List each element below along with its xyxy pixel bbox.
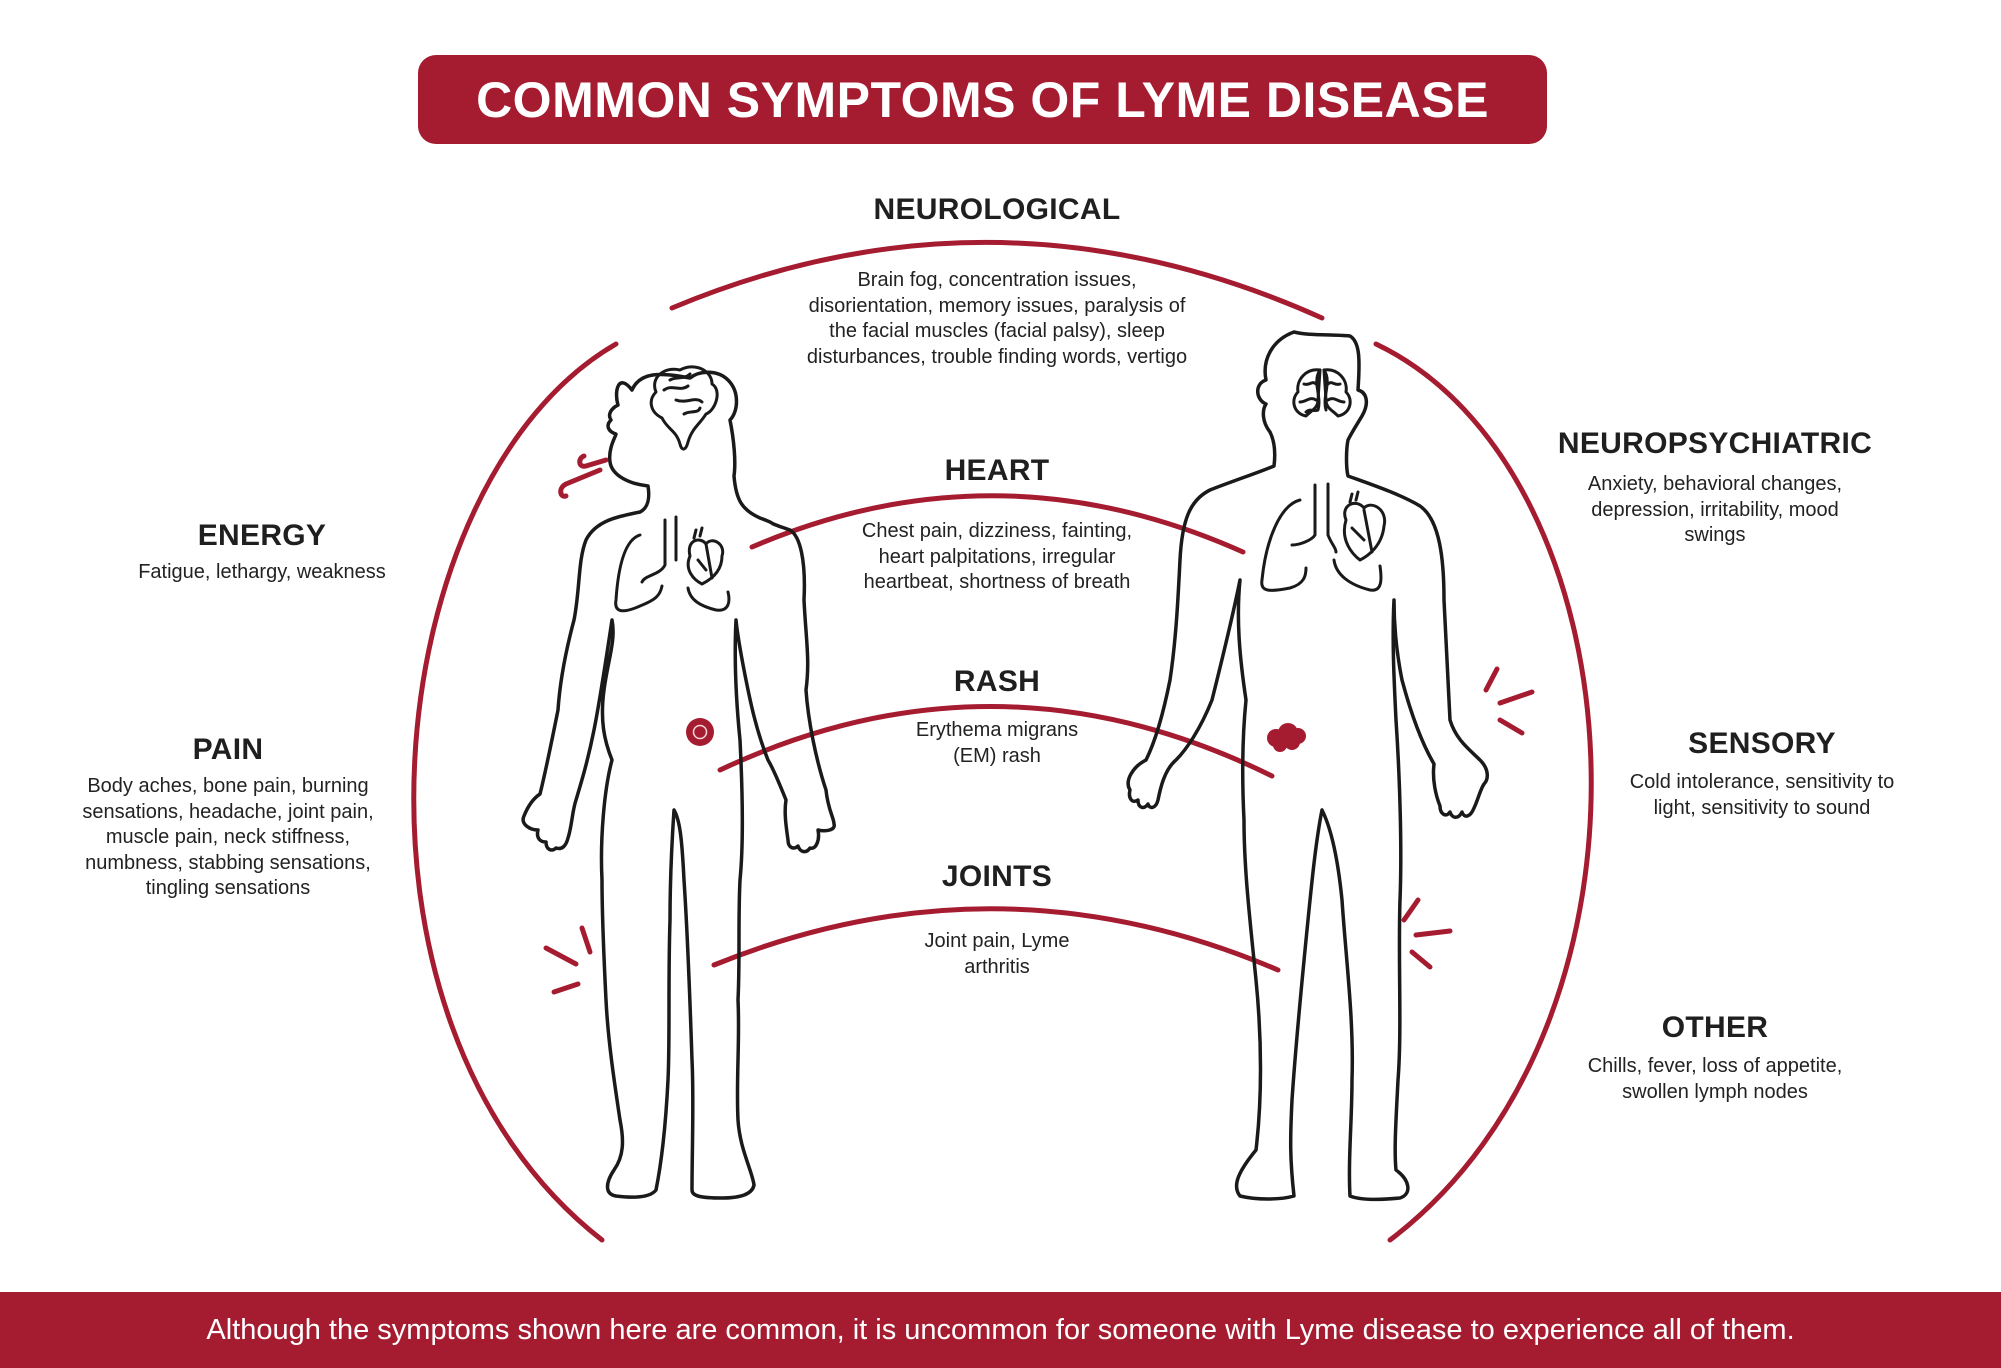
right-outer-arc xyxy=(1373,341,1594,1243)
left-outer-arc xyxy=(411,341,619,1243)
heart-arc xyxy=(749,493,1246,555)
category-description: Chest pain, dizziness, fainting, heart p… xyxy=(861,520,1133,593)
female-knee-pain-mark-1 xyxy=(579,925,593,955)
rash-arc xyxy=(717,703,1275,779)
category-neuropsychiatric: NEUROPSYCHIATRIC Anxiety, behavioral cha… xyxy=(1530,426,1900,549)
male-wrist-pain-mark-3 xyxy=(1497,717,1525,736)
female-heart-icon xyxy=(686,526,725,586)
title-banner: COMMON SYMPTOMS OF LYME DISEASE xyxy=(418,55,1547,144)
category-rash: RASH Erythema migrans (EM) rash xyxy=(847,664,1147,769)
male-wrist-pain-mark-2 xyxy=(1497,689,1535,706)
category-heading: JOINTS xyxy=(941,860,1053,893)
category-neurological: NEUROLOGICAL Brain fog, concentration is… xyxy=(747,192,1247,370)
footer-note: Although the symptoms shown here are com… xyxy=(206,1313,1795,1346)
breath-icon xyxy=(558,453,609,499)
male-wrist-pain-mark-1 xyxy=(1483,666,1500,693)
category-heading: ENERGY xyxy=(197,519,327,552)
male-heart-icon xyxy=(1343,490,1387,562)
female-knee-pain-mark-3 xyxy=(551,981,581,995)
joints-arc xyxy=(711,906,1281,973)
category-heading: NEUROLOGICAL xyxy=(873,193,1121,226)
female-lungs-icon xyxy=(614,515,731,613)
category-description: Erythema migrans (EM) rash xyxy=(915,719,1079,767)
category-pain: PAIN Body aches, bone pain, burning sens… xyxy=(58,732,398,902)
category-other: OTHER Chills, fever, loss of appetite, s… xyxy=(1565,1010,1865,1105)
footer-banner: Although the symptoms shown here are com… xyxy=(0,1292,2001,1368)
category-description: Anxiety, behavioral changes, depression,… xyxy=(1587,473,1843,546)
male-brain-icon xyxy=(1292,368,1352,418)
female-outline xyxy=(521,370,836,1200)
category-description: Joint pain, Lyme arthritis xyxy=(924,930,1070,978)
category-heading: HEART xyxy=(944,454,1050,487)
category-description: Cold intolerance, sensitivity to light, … xyxy=(1629,771,1895,819)
male-knee-pain-mark-2 xyxy=(1413,928,1453,938)
male-lungs-icon xyxy=(1260,482,1383,592)
female-brain-icon xyxy=(649,365,719,451)
category-heading: PAIN xyxy=(192,733,264,766)
category-description: Fatigue, lethargy, weakness xyxy=(138,561,386,583)
category-description: Brain fog, concentration issues, disorie… xyxy=(806,269,1188,368)
rash-blotch-icon xyxy=(1267,723,1306,752)
male-outline xyxy=(1126,330,1489,1202)
bullseye-rash-icon xyxy=(686,718,714,746)
neurological-arc xyxy=(669,239,1325,321)
category-description: Chills, fever, loss of appetite, swollen… xyxy=(1587,1055,1843,1103)
female-figure xyxy=(521,365,836,1200)
female-knee-pain-mark-2 xyxy=(543,945,579,967)
male-knee-pain-mark-3 xyxy=(1409,949,1433,970)
category-heading: OTHER xyxy=(1661,1011,1769,1044)
category-joints: JOINTS Joint pain, Lyme arthritis xyxy=(847,859,1147,980)
category-sensory: SENSORY Cold intolerance, sensitivity to… xyxy=(1597,726,1927,821)
male-knee-pain-mark-1 xyxy=(1401,897,1421,923)
page-title: COMMON SYMPTOMS OF LYME DISEASE xyxy=(476,71,1489,128)
category-energy: ENERGY Fatigue, lethargy, weakness xyxy=(112,518,412,586)
category-heart: HEART Chest pain, dizziness, fainting, h… xyxy=(797,453,1197,596)
category-description: Body aches, bone pain, burning sensation… xyxy=(82,775,374,899)
category-heading: SENSORY xyxy=(1688,727,1836,760)
category-heading: RASH xyxy=(953,665,1041,698)
category-heading: NEUROPSYCHIATRIC xyxy=(1557,427,1873,460)
male-figure xyxy=(1126,330,1489,1202)
